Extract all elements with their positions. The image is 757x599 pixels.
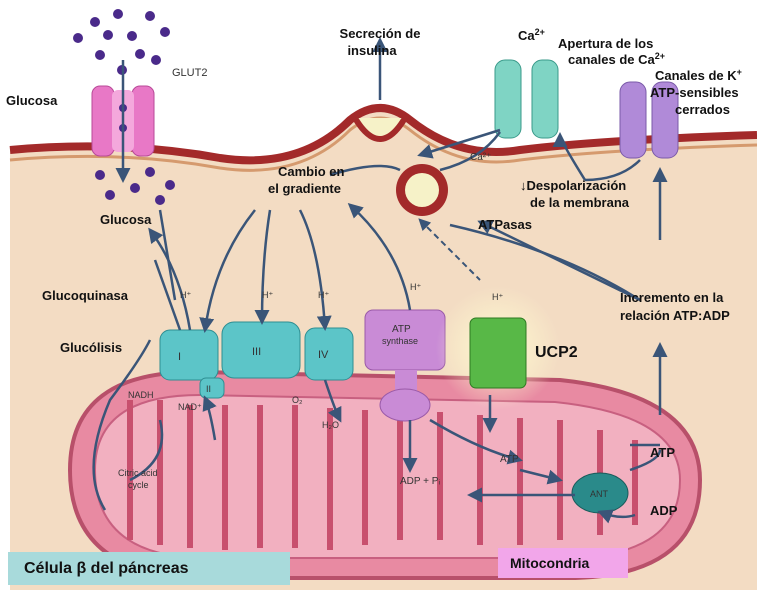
glut2-transporter (91, 85, 155, 157)
label-cac-1: Citric acid (118, 468, 158, 478)
label-adp-pi: ADP + Pᵢ (400, 476, 440, 487)
label-nadh: NADH (128, 390, 154, 400)
label-atp-synthase-2: synthase (382, 336, 418, 346)
atpase-vesicle (396, 164, 448, 216)
label-hplus-1: H⁺ (180, 290, 191, 300)
label-katp-1: Canales de K+ (655, 67, 742, 83)
label-despol-1: ↓Despolarización (520, 178, 626, 193)
label-complex-i: I (178, 351, 181, 363)
label-mitocondria: Mitocondria (510, 555, 590, 571)
label-hplus-3: H⁺ (318, 290, 329, 300)
label-atp-synthase-1: ATP (392, 324, 411, 335)
vesicle-secretion (352, 116, 408, 142)
label-katp-2: ATP-sensibles (650, 85, 739, 100)
cristae (127, 400, 638, 550)
label-cambio-1: Cambio en (278, 164, 345, 179)
label-incremento-1: Incremento en la (620, 290, 724, 305)
label-apertura-2: canales de Ca2+ (568, 51, 665, 67)
label-celula: Célula β del páncreas (24, 559, 189, 577)
mitochondrion (67, 369, 703, 581)
label-despol-2: de la membrana (530, 195, 630, 210)
label-secrecion-1: Secreción de (340, 26, 421, 41)
label-ant: ANT (590, 489, 609, 499)
label-adp-right: ADP (650, 503, 678, 518)
complex-ii (199, 377, 225, 399)
label-complex-ii: II (206, 384, 211, 394)
label-glucosa-top: Glucosa (6, 93, 58, 108)
label-atpasas: ATPasas (478, 217, 532, 232)
arrows (92, 37, 668, 524)
label-o2: O₂ (292, 395, 303, 405)
ucp2-protein (469, 317, 527, 389)
etc-complexes (159, 321, 354, 399)
katp-channel (619, 81, 679, 159)
label-ucp2: UCP2 (535, 344, 578, 361)
label-glut2: GLUT2 (172, 67, 207, 79)
mitocondria-label-box: Mitocondria (498, 548, 628, 578)
label-ca-membrane: Ca²⁺ (470, 152, 491, 163)
label-ca-top: Ca2+ (518, 27, 545, 43)
label-hplus-5: H⁺ (492, 292, 503, 302)
glucose-molecules-inside (95, 167, 175, 205)
label-glucolisis: Glucólisis (60, 340, 122, 355)
label-glucosa-inside: Glucosa (100, 212, 152, 227)
label-atp-right: ATP (650, 445, 675, 460)
label-apertura-1: Apertura de los (558, 36, 653, 51)
label-cambio-2: el gradiente (268, 181, 341, 196)
label-secrecion-2: insulina (347, 43, 397, 58)
celula-label-box: Célula β del páncreas (8, 552, 290, 585)
complex-i (159, 329, 219, 381)
label-atp-mito: ATP (500, 454, 519, 465)
label-incremento-2: relación ATP:ADP (620, 308, 730, 323)
label-katp-3: cerrados (675, 102, 730, 117)
calcium-channel (494, 59, 559, 139)
label-hplus-2: H⁺ (262, 290, 273, 300)
label-h2o: H₂O (322, 420, 339, 430)
label-hplus-4: H⁺ (410, 282, 421, 292)
cell-membrane (9, 104, 757, 165)
label-glucoquinasa: Glucoquinasa (42, 288, 129, 303)
ucp2-dashed-arrow (418, 218, 481, 281)
label-nad: NAD⁺ (178, 402, 202, 412)
label-complex-iv: IV (318, 349, 329, 361)
atp-synthase (364, 309, 446, 422)
label-cac-2: cycle (128, 480, 149, 490)
complex-iv (304, 327, 354, 381)
label-complex-iii: III (252, 346, 261, 358)
